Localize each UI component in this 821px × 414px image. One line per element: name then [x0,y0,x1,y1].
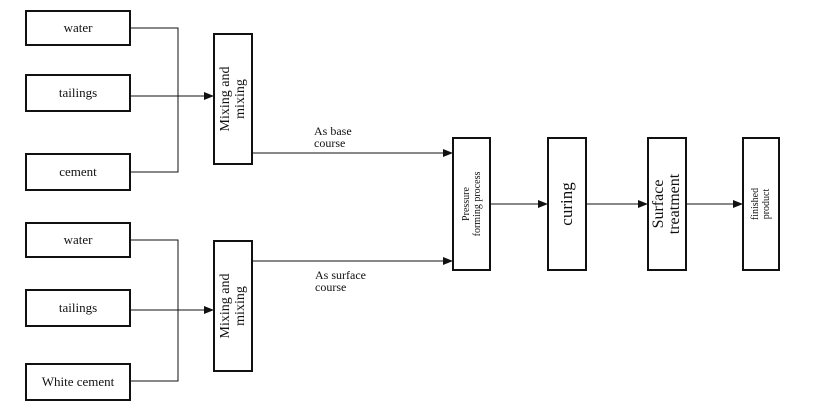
input-water-bottom: water [25,222,131,258]
input-tailings-bottom: tailings [25,289,131,327]
step-label-line1: finished [750,187,761,221]
step-label-line2: product [761,188,772,220]
mixer-label-line1: Mixing and [218,273,233,339]
mixer-label-line1: Mixing and [218,66,233,132]
input-label: water [63,232,93,247]
mixer-top: Mixing and mixing [213,33,253,165]
mixer-label-line2: mixing [233,286,248,326]
edge-label-base-course: As base course [314,124,352,150]
step-pressure-forming: Pressure forming process [452,137,491,271]
step-label-line2: forming process [471,171,483,237]
input-label: cement [59,164,97,179]
connector-cement-top [131,96,179,173]
input-cement: cement [25,153,131,191]
mixer-bottom: Mixing and mixing [213,240,253,372]
edge-label-surface-course: As surface course [315,268,366,294]
input-white-cement: White cement [25,363,131,401]
step-finished-product: finished product [742,137,780,271]
step-label-line2: treatment [666,173,683,235]
connector-water-top [131,27,179,96]
input-water-top: water [25,10,131,46]
connector-white-cement [131,310,179,382]
mixer-label-line2: mixing [233,79,248,119]
input-label: tailings [58,85,98,100]
step-surface-treatment: Surface treatment [647,137,687,271]
step-label-line1: Surface [650,179,667,229]
input-label: water [63,20,93,35]
step-label-line1: Pressure [460,187,472,221]
step-curing: curing [547,137,587,271]
input-label: tailings [58,300,98,315]
connector-water-bottom [131,239,179,310]
step-label: curing [557,182,576,226]
input-tailings-top: tailings [25,74,131,112]
input-label: White cement [41,374,115,389]
